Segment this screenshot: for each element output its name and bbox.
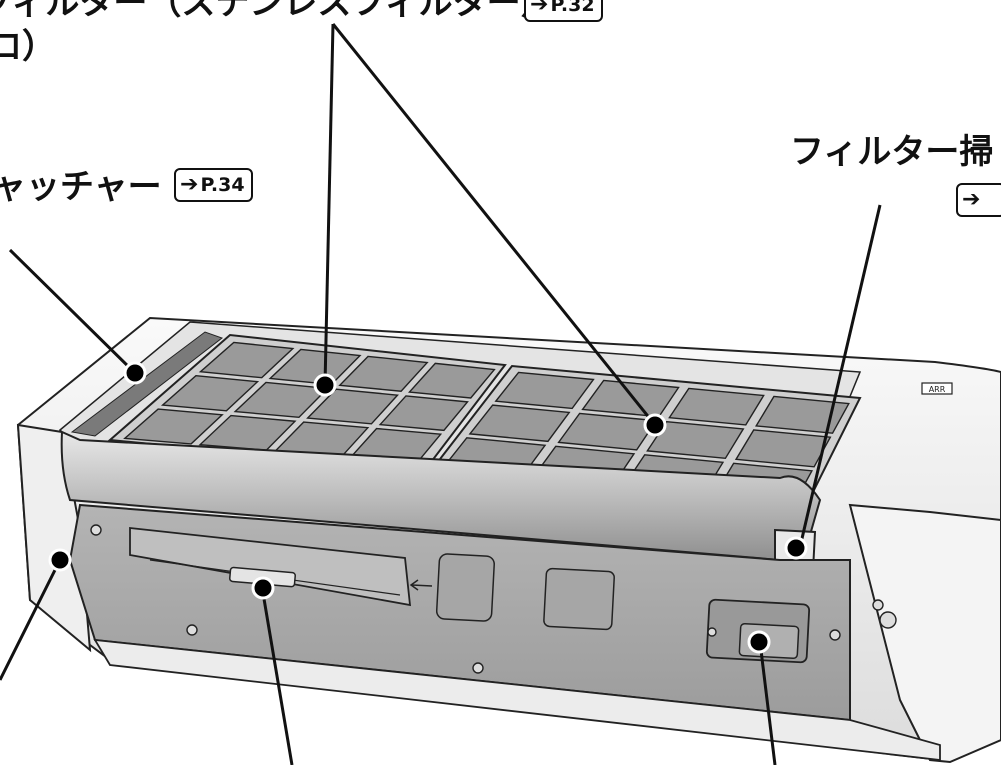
filter-mesh-cell	[668, 387, 765, 426]
label-filter: フィルター（ステンレスフィルター）	[0, 0, 555, 23]
panel-badge	[921, 382, 953, 395]
screws	[90, 524, 897, 726]
panel-arrow-icon	[409, 579, 433, 591]
dot-marker-icon	[313, 373, 337, 397]
filter-mesh-cell	[754, 395, 850, 434]
page-ref-filter: ➔P.32	[524, 0, 603, 22]
catcher-mesh	[70, 331, 224, 437]
filter-mesh-cell	[378, 395, 469, 432]
filter-mesh-cell	[646, 420, 745, 460]
arrow-right-icon: ➔	[962, 187, 981, 212]
label-filter-cont: ロ）	[0, 27, 56, 67]
dot-marker-icon	[48, 548, 72, 572]
filter-mesh-cell	[408, 362, 496, 399]
dot-marker-icon	[643, 413, 667, 437]
filter-mesh-cell	[160, 375, 260, 412]
filter-mesh-cell	[233, 381, 330, 419]
page-ref-catcher-text: P.34	[200, 174, 245, 196]
filter-mesh-cell	[734, 429, 832, 468]
dot-marker-icon	[123, 361, 147, 385]
leader-lines	[0, 23, 882, 766]
filter-mesh-cell	[557, 412, 658, 451]
front-lip	[93, 638, 941, 762]
page-ref-cleaner: ➔	[956, 183, 1001, 217]
page-ref-filter-text: P.32	[550, 0, 595, 16]
page-ref-catcher: ➔P.34	[174, 168, 253, 202]
panel-badge-text: ARR	[929, 385, 946, 394]
filter-mesh-cell	[468, 404, 571, 443]
panel-window-1	[435, 553, 495, 622]
filter-mesh-cell	[123, 408, 224, 445]
arrow-right-icon: ➔	[530, 0, 549, 17]
filter-left	[107, 333, 507, 472]
right-end-cap	[848, 503, 1001, 764]
arrow-right-icon: ➔	[180, 172, 199, 197]
filter-mesh-cell	[306, 388, 399, 425]
dot-marker-icon	[784, 536, 808, 560]
dot-marker-icon	[747, 630, 771, 654]
panel-window-2	[543, 567, 615, 631]
dot-marker-icon	[251, 576, 275, 600]
air-vane-slot	[129, 526, 412, 607]
filter-mesh-cell	[338, 355, 429, 392]
label-catcher: キャッチャー	[0, 167, 162, 207]
filter-mesh-cell	[494, 371, 595, 410]
filter-mesh-cell	[198, 341, 295, 379]
label-filter-cleaner: フィルター掃	[790, 132, 994, 172]
marker-dots	[48, 361, 808, 654]
